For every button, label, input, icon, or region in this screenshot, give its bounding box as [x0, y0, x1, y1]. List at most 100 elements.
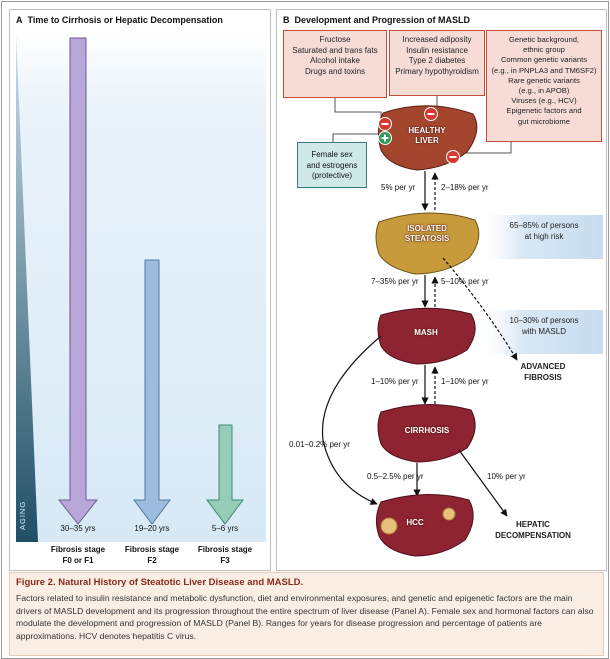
risk-steatosis-line-2: at high risk	[524, 231, 564, 241]
mash-line-1: MASH	[414, 328, 438, 337]
rate-cirrhosis-to-mash: 1–10% per yr	[441, 377, 489, 386]
panel-b-letter: B	[283, 15, 290, 25]
bar-f2	[133, 259, 171, 525]
risk-mash-line-2: with MASLD	[521, 326, 566, 336]
arrow-to-advanced-fibrosis	[442, 257, 518, 361]
factor-3-line-3: Common genetic variants	[500, 55, 588, 65]
advanced-fibrosis-line-1: ADVANCED	[520, 362, 566, 371]
rate-steatosis-to-healthy: 2–18% per yr	[441, 183, 489, 192]
panel-b-title: B Development and Progression of MASLD	[283, 15, 470, 25]
protective-box: Female sex and estrogens (protective)	[297, 142, 367, 188]
healthy-liver-label: HEALTHY LIVER	[397, 126, 457, 146]
risk-steatosis-text: 65–85% of persons at high risk	[489, 221, 599, 242]
factor-2-line-1: Increased adiposity	[402, 35, 472, 44]
bar-1-stage-line2: F0 or F1	[62, 556, 94, 565]
bar-f0-f1	[57, 37, 99, 525]
figure-caption: Figure 2. Natural History of Steatotic L…	[9, 572, 604, 656]
panel-b: B Development and Progression of MASLD	[276, 9, 607, 571]
factor-1-line-1: Fructose	[319, 35, 351, 44]
mash-liver-shape	[377, 307, 476, 365]
risk-band-mash	[477, 310, 603, 354]
factor-1-line-2: Saturated and trans fats	[292, 45, 378, 55]
rate-mash-to-cirrhosis: 1–10% per yr	[371, 377, 419, 386]
bar-3-years: 5–6 yrs	[211, 524, 239, 533]
minus-marker-3-bar	[449, 156, 457, 158]
factor-3-line-5: Rare genetic variants	[508, 75, 580, 85]
arrow-cirrhosis-to-decomp	[458, 449, 508, 517]
factor-1-line-4: Drugs and toxins	[304, 66, 366, 76]
factor-3-line-6: (e.g., in APOB)	[518, 86, 570, 96]
bar-2-stage-line1: Fibrosis stage	[124, 545, 180, 554]
factor-1-connector	[334, 98, 382, 122]
bar-2-years: 19–20 yrs	[134, 524, 170, 533]
steatosis-line-1: ISOLATED	[407, 224, 447, 233]
factor-3-line-8: Epigenetic factors and	[506, 106, 582, 116]
panel-a-graphic	[16, 30, 266, 542]
factor-2-line-4: Primary hypothyroidism	[395, 66, 479, 76]
risk-steatosis-line-1: 65–85% of persons	[509, 221, 579, 230]
risk-mash-text: 10–30% of persons with MASLD	[489, 316, 599, 337]
plus-marker-v	[384, 134, 386, 142]
factor-box-diet: Fructose Saturated and trans fats Alcoho…	[283, 30, 387, 98]
risk-band-steatosis	[477, 215, 603, 259]
factor-1-line-3: Alcohol intake	[310, 56, 360, 65]
panel-a: A Time to Cirrhosis or Hepatic Decompensa…	[9, 9, 271, 571]
mash-label: MASH	[401, 328, 451, 338]
caption-body: Factors related to insulin resistance an…	[16, 593, 594, 641]
advanced-fibrosis-label: ADVANCED FIBROSIS	[503, 362, 583, 383]
factor-3-line-4: (e.g., in PNPLA3 and TM6SF2)	[491, 65, 597, 75]
hcc-tumor-2	[442, 507, 456, 521]
factor-2-line-3: Type 2 diabetes	[408, 56, 466, 65]
factor-3-line-2: ethnic group	[523, 45, 565, 55]
panel-b-graphic	[321, 96, 603, 557]
rate-healthy-to-steatosis: 5% per yr	[381, 183, 416, 192]
minus-marker-2-bar	[427, 113, 435, 115]
protective-line-3: (protective)	[311, 171, 352, 180]
factor-box-genetic: Genetic background, ethnic group Common …	[486, 30, 602, 142]
risk-mash-line-1: 10–30% of persons	[509, 316, 579, 325]
hcc-label: HCC	[395, 518, 435, 528]
minus-marker-1-bar	[381, 123, 389, 125]
rate-cirrhosis-to-hcc: 0.5–2.5% per yr	[367, 472, 424, 481]
hcc-tumor-1	[380, 517, 398, 535]
caption-title: Figure 2. Natural History of Steatotic L…	[16, 577, 304, 588]
hepatic-decomp-line-1: HEPATIC	[516, 520, 550, 529]
steatosis-liver-shape	[375, 212, 480, 275]
cirrhosis-line-1: CIRRHOSIS	[404, 426, 450, 435]
advanced-fibrosis-line-2: FIBROSIS	[524, 372, 562, 382]
bar-3-stage-line2: F3	[220, 556, 230, 565]
healthy-liver-line-1: HEALTHY	[408, 126, 446, 135]
rate-steatosis-to-mash: 7–35% per yr	[371, 277, 419, 286]
aging-wedge	[16, 34, 38, 542]
healthy-liver-line-2: LIVER	[415, 136, 439, 145]
panel-a-letter: A	[16, 15, 23, 25]
bar-f3	[206, 424, 244, 525]
steatosis-label: ISOLATED STEATOSIS	[395, 224, 459, 244]
hcc-line-1: HCC	[406, 518, 424, 527]
bar-1-stage-line1: Fibrosis stage	[50, 545, 106, 554]
factor-2-line-2: Insulin resistance	[406, 45, 468, 55]
rate-mash-to-hcc: 0.01–0.2% per yr	[289, 440, 350, 449]
factor-box-metabolic: Increased adiposity Insulin resistance T…	[389, 30, 485, 96]
aging-label: AGING	[18, 500, 27, 530]
arrow-mash-to-hcc	[321, 335, 382, 505]
factor-3-line-1: Genetic background,	[508, 35, 580, 44]
bar-2-stage-line2: F2	[147, 556, 157, 565]
factor-3-line-7: Viruses (e.g., HCV)	[511, 96, 577, 106]
factor-3-line-9: gut microbiome	[518, 116, 570, 126]
protective-line-2: and estrogens	[306, 160, 358, 170]
rate-cirrhosis-to-decomp: 10% per yr	[487, 472, 526, 481]
cirrhosis-liver-shape	[377, 404, 476, 463]
panel-a-title: A Time to Cirrhosis or Hepatic Decompensa…	[16, 15, 223, 25]
hepatic-decompensation-label: HEPATIC DECOMPENSATION	[483, 520, 583, 541]
cirrhosis-label: CIRRHOSIS	[395, 426, 459, 436]
hepatic-decomp-line-2: DECOMPENSATION	[495, 530, 571, 540]
panel-b-title-text: Development and Progression of MASLD	[294, 15, 471, 25]
steatosis-line-2: STEATOSIS	[404, 234, 450, 243]
bar-1-years: 30–35 yrs	[60, 524, 96, 533]
rate-mash-to-steatosis: 5–10% per yr	[441, 277, 489, 286]
bar-3-stage-line1: Fibrosis stage	[197, 545, 253, 554]
panel-a-title-text: Time to Cirrhosis or Hepatic Decompensat…	[27, 15, 223, 25]
protective-line-1: Female sex	[311, 150, 353, 159]
